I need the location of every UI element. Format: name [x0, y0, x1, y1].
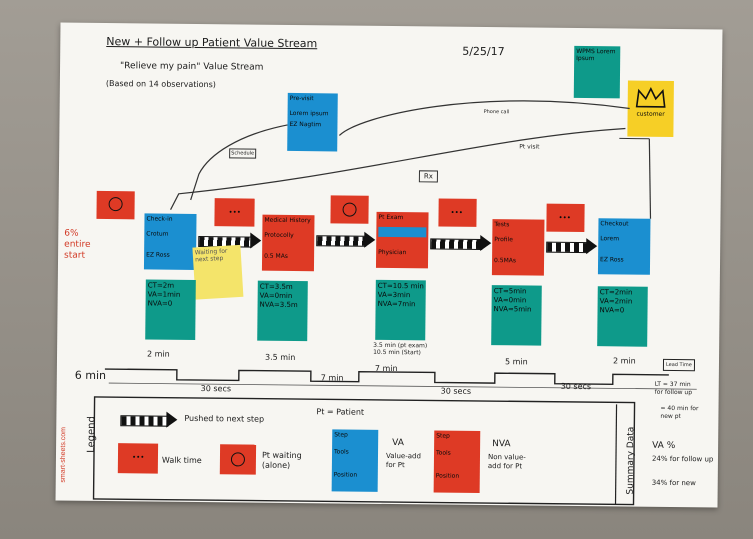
- brand-label: smart-sheets.com: [59, 426, 68, 483]
- push-arrowhead-1: [250, 232, 262, 249]
- entire-start-label: 6% entire start: [64, 228, 91, 261]
- timeline-down-2: 30 secs: [200, 384, 232, 394]
- push-arrow-2: [316, 235, 367, 247]
- timeline-up-1: 2 min: [147, 349, 170, 359]
- legend-va-desc: Value-add for Pt: [385, 451, 421, 470]
- observation-basis: (Based on 14 observations): [105, 79, 216, 90]
- map-date: 5/25/17: [462, 44, 505, 59]
- timeline-down-5: 30 secs: [560, 381, 592, 392]
- timeline-up-5: 2 min: [612, 356, 636, 366]
- rx-label: Rx: [418, 170, 439, 183]
- legend-nva-title: NVA: [492, 439, 511, 450]
- legend-title: Legend: [86, 416, 98, 453]
- legend-wait-note: [219, 444, 257, 475]
- walk-note-4: •••: [546, 203, 585, 233]
- summary-title: Summary Data: [625, 426, 637, 495]
- walk-icon: •••: [558, 213, 571, 222]
- top-teal-note: WPMS Lorem Ipsum: [573, 45, 621, 99]
- wait-note-2: [330, 195, 369, 224]
- summary-va-followup: 24% for follow up: [651, 454, 714, 464]
- legend-nva-desc: Non value-add for Pt: [487, 453, 526, 471]
- walk-icon: •••: [228, 208, 241, 217]
- walk-note-1: •••: [214, 198, 255, 227]
- phone-label: Phone call: [483, 108, 510, 116]
- wait-clock-note: [96, 190, 135, 220]
- legend-walk-label: Walk time: [161, 455, 202, 466]
- push-arrowhead-3: [480, 234, 492, 252]
- push-arrow-4: [546, 241, 589, 254]
- metrics-medical-history: CT=3.5m VA=0min NVA=3.5m: [257, 280, 308, 342]
- metrics-exam: CT=10.5 min VA=3min NVA=7min: [375, 279, 426, 341]
- walk-icon: •••: [131, 453, 145, 462]
- legend-pushed-label: Pushed to next step: [184, 413, 265, 424]
- timeline-up-3: 7 min: [374, 363, 398, 374]
- timeline-down-3: 7 min: [320, 373, 344, 383]
- customer-note: customer: [627, 80, 674, 137]
- legend-wait-label: Pt waiting (alone): [261, 450, 302, 470]
- metrics-tests: CT=5min VA=0min NVA=5min: [491, 285, 542, 346]
- summary-lt: LT = 37 min for follow up: [654, 380, 693, 397]
- pt-visit-label: Pt visit: [519, 143, 540, 151]
- legend-push-arrowhead: [166, 411, 178, 428]
- timeline-up-2: 3.5 min: [264, 352, 296, 363]
- map-title: New + Follow up Patient Value Stream: [106, 35, 318, 51]
- map-subtitle: "Relieve my pain" Value Stream: [120, 61, 264, 73]
- push-arrowhead-4: [586, 238, 598, 255]
- crown-icon: [635, 86, 666, 108]
- clock-icon: [108, 197, 123, 212]
- value-stream-map-sheet: New + Follow up Patient Value Stream 5/2…: [55, 22, 723, 508]
- schedule-label: Schedule: [229, 148, 257, 159]
- push-arrow-3: [430, 238, 483, 250]
- push-arrowhead-2: [364, 231, 376, 248]
- summary-va-new: 34% for new: [651, 478, 696, 488]
- metrics-checkout: CT=2min VA=2min NVA=0: [597, 286, 648, 347]
- walk-note-3: •••: [438, 198, 477, 227]
- yellow-sticky-note: Waiting for next step: [192, 244, 244, 300]
- summary-lt-new: = 40 min for new pt: [660, 404, 699, 421]
- legend-push-arrow: [120, 415, 169, 427]
- legend-va-title: VA: [392, 438, 404, 449]
- legend-walk-note: •••: [117, 443, 159, 474]
- timeline-down-4: 30 secs: [440, 386, 472, 396]
- clock-icon: [342, 202, 357, 217]
- exam-extra-note: 3.5 min (pt exam) 10.5 min (Start): [373, 341, 428, 357]
- timeline-down-1: 6 min: [74, 368, 107, 383]
- metrics-checkin: CT=2m VA=1min NVA=0: [145, 279, 196, 340]
- timeline-up-4: 5 min: [504, 357, 528, 367]
- clock-icon: [230, 452, 246, 467]
- summary-box: Lead Time: [662, 358, 695, 372]
- legend-patient-def: Pt = Patient: [316, 407, 365, 417]
- walk-icon: •••: [450, 208, 463, 217]
- summary-va: VA %: [652, 440, 676, 452]
